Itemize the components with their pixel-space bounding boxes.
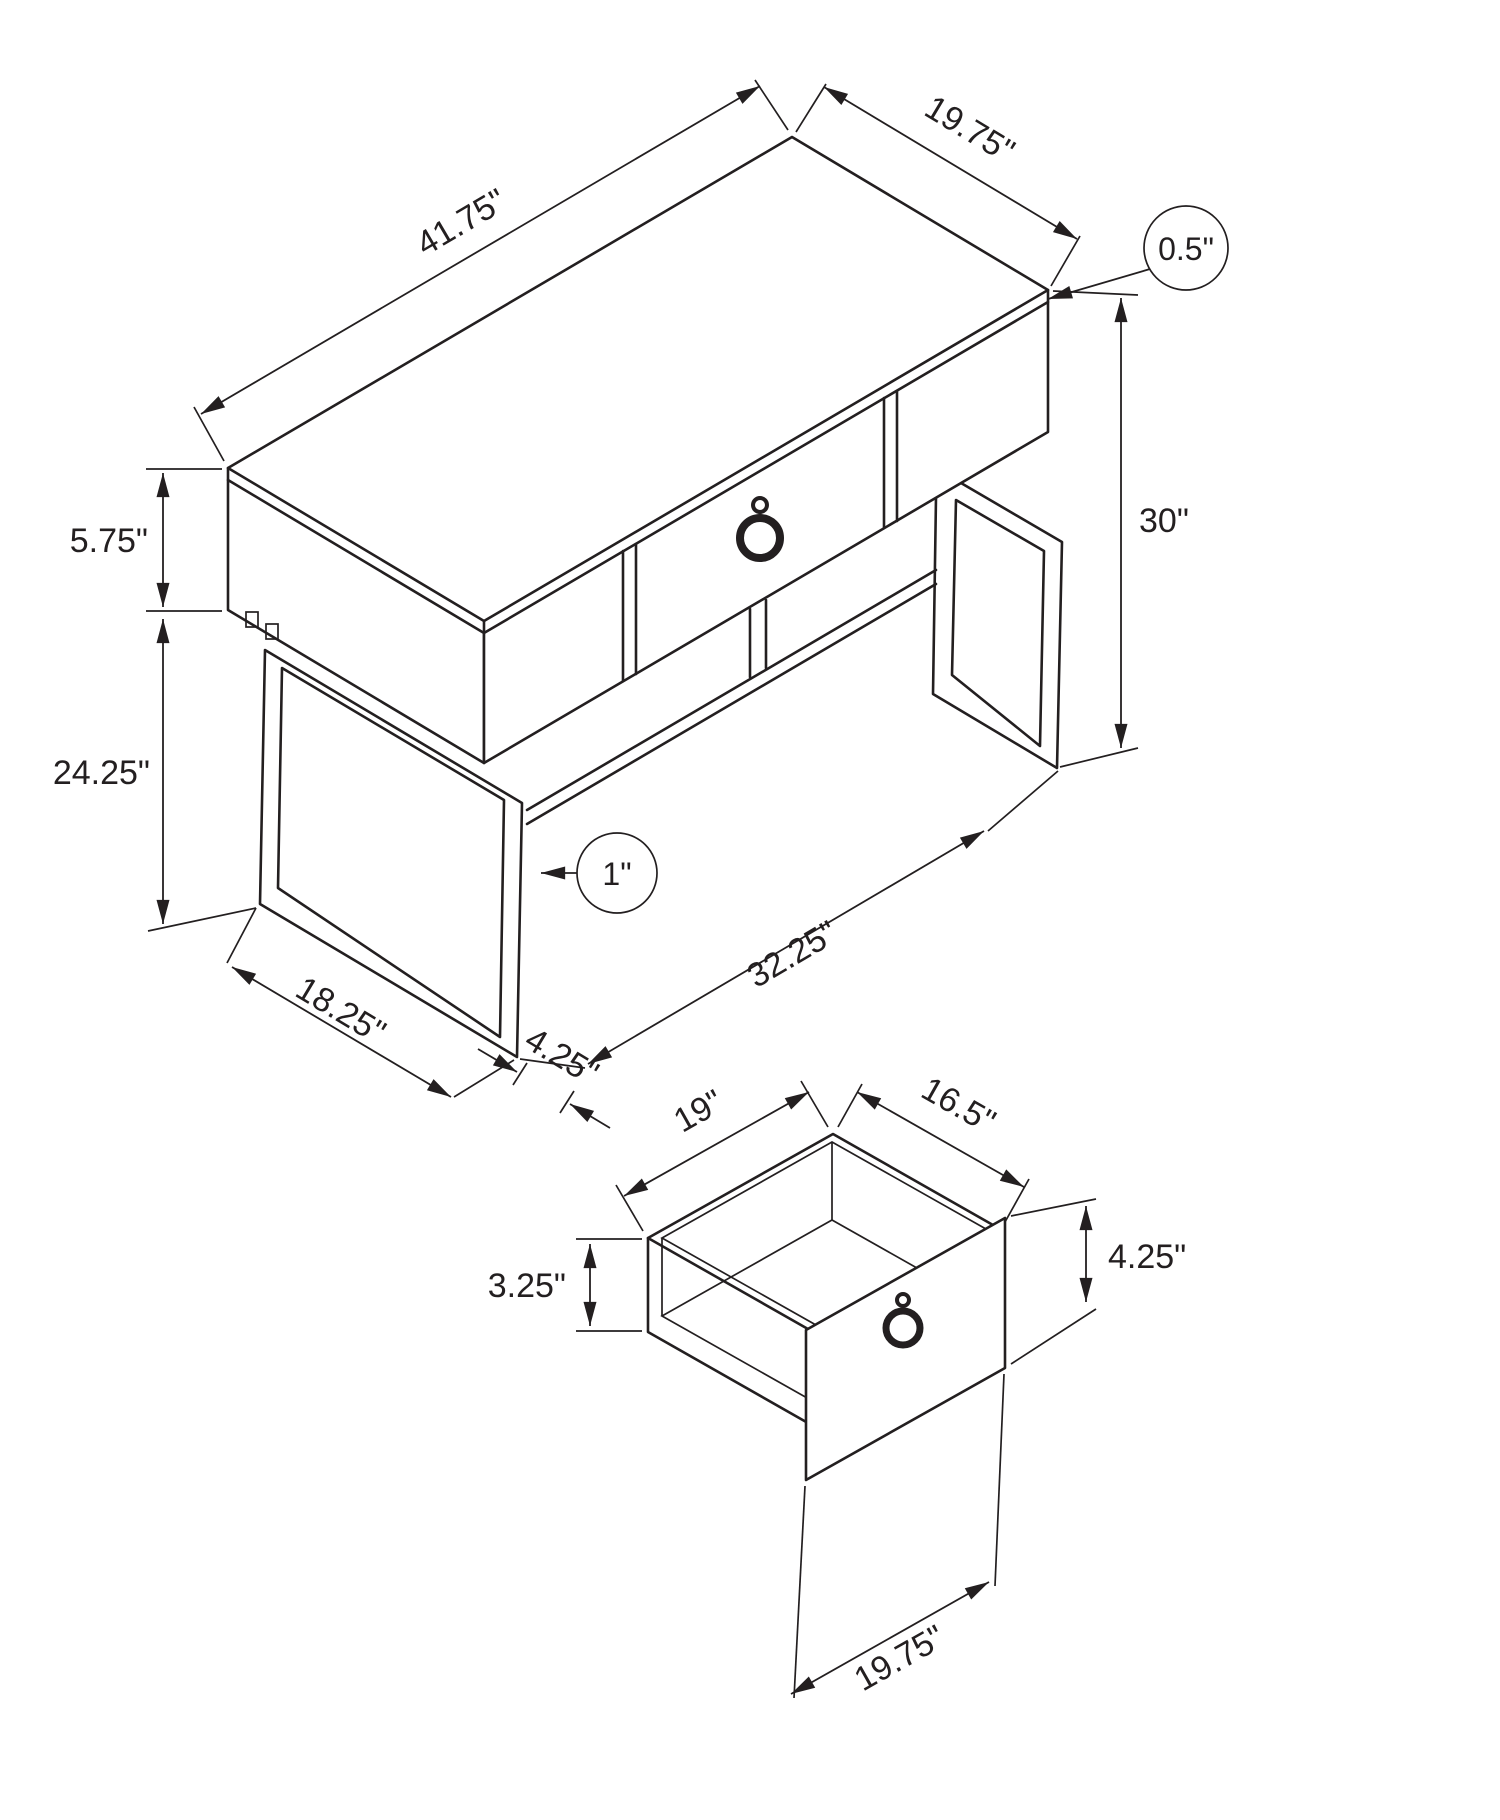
dim-foot-depth-arrow2 [569, 1103, 611, 1129]
dim-overall-height: 30" [1052, 290, 1189, 768]
dim-drawer-side-height: 3.25" [488, 1238, 642, 1332]
drawer-gap-left-seam [621, 542, 638, 683]
dim-foot-depth-tick1 [512, 1062, 528, 1086]
drawer-detail [646, 1132, 1007, 1482]
dim-top-thickness-leader [1047, 268, 1151, 300]
dim-top-thickness: 0.5" [1047, 205, 1229, 300]
drawer-inner-corners [661, 1142, 987, 1403]
dim-base-depth: 18.25" [226, 907, 515, 1098]
dim-top-length-line [200, 85, 761, 415]
dim-drawer-front-height-label: 4.25" [1108, 1238, 1186, 1276]
dim-overall-height-label: 30" [1139, 502, 1189, 540]
dim-drawer-depth-ext1 [837, 1083, 863, 1128]
dim-frame-tube: 1" [541, 832, 658, 914]
rail-top-edge [525, 568, 938, 812]
dim-drawer-width-line [623, 1091, 810, 1197]
dim-overall-height-ext2 [1059, 747, 1139, 768]
dim-base-span-label: 32.25" [741, 913, 844, 995]
dim-base-span-ext1 [519, 1058, 586, 1069]
dim-drawer-width-label: 19" [668, 1083, 730, 1141]
drawer-left-wall [646, 1236, 817, 1429]
right-leg-inner [950, 498, 1046, 748]
dim-clearance-height-ext [147, 907, 257, 932]
dim-drawer-width-ext1 [615, 1184, 644, 1232]
dim-top-length-ext1 [193, 406, 225, 462]
dim-drawer-depth-label: 16.5" [915, 1070, 1002, 1142]
leveling-foot-right [265, 623, 279, 640]
dim-clearance-height: 24.25" [53, 619, 257, 932]
ring-loop [736, 514, 784, 562]
desk-stretcher-rail [525, 568, 938, 826]
dim-drawer-front-width-ext2 [994, 1373, 1005, 1587]
rail-bottom-edge [525, 582, 938, 826]
dim-drawer-front-width-line [790, 1581, 990, 1695]
dim-top-thickness-balloon [1143, 205, 1229, 291]
dim-top-length-ext2 [754, 79, 789, 131]
dim-base-span: 32.25" [519, 770, 1059, 1069]
dim-drawer-front-width-label: 19.75" [848, 1618, 951, 1699]
dim-drawer-depth-ext2 [1004, 1178, 1030, 1223]
dim-top-depth-label: 19.75" [918, 88, 1021, 171]
drawer-gap-right-seam [882, 389, 899, 530]
dim-top-depth-ext2 [1050, 235, 1081, 287]
drawer-ring-loop [882, 1307, 924, 1349]
dim-drawer-width-ext2 [800, 1080, 829, 1128]
dim-drawer-front-width-ext1 [793, 1485, 806, 1699]
dim-foot-depth-arrow1 [477, 1048, 518, 1073]
dim-top-depth-line [823, 86, 1078, 240]
drawer-front-board [804, 1216, 1007, 1482]
dim-apron-height: 5.75" [70, 468, 222, 612]
leveling-foot-left [245, 611, 259, 628]
right-leg-outer [931, 481, 1064, 770]
dim-drawer-front-height: 4.25" [1010, 1198, 1186, 1365]
dim-top-thickness-label: 0.5" [1158, 231, 1214, 267]
dim-foot-depth-tick2 [559, 1090, 575, 1114]
dim-drawer-side-height-label: 3.25" [488, 1267, 566, 1305]
dim-top-length-label: 41.75" [410, 181, 513, 263]
desk-right-leg [931, 481, 1064, 770]
dim-base-depth-ext1 [226, 907, 257, 964]
dim-drawer-depth-line [856, 1091, 1025, 1188]
dim-foot-depth-label: 4.25" [518, 1020, 605, 1093]
dim-base-depth-label: 18.25" [289, 969, 392, 1052]
desk-front-apron [482, 300, 1050, 765]
dim-base-span-line [587, 830, 985, 1065]
dim-base-depth-line [231, 966, 452, 1098]
dim-drawer-front-height-ext2 [1010, 1308, 1097, 1365]
desk-drawer-ring-pull-icon [736, 496, 784, 562]
dim-frame-tube-label: 1" [602, 856, 631, 892]
drawer-ring-pull-icon [882, 1292, 924, 1349]
dim-top-depth-ext1 [795, 83, 827, 133]
dim-clearance-height-label: 24.25" [53, 754, 150, 792]
dim-overall-height-ext1 [1052, 290, 1139, 296]
dim-apron-height-label: 5.75" [70, 522, 148, 560]
dim-drawer-front-height-ext1 [1010, 1198, 1097, 1217]
dim-base-span-ext2 [987, 770, 1059, 832]
desk-body [226, 135, 1050, 765]
